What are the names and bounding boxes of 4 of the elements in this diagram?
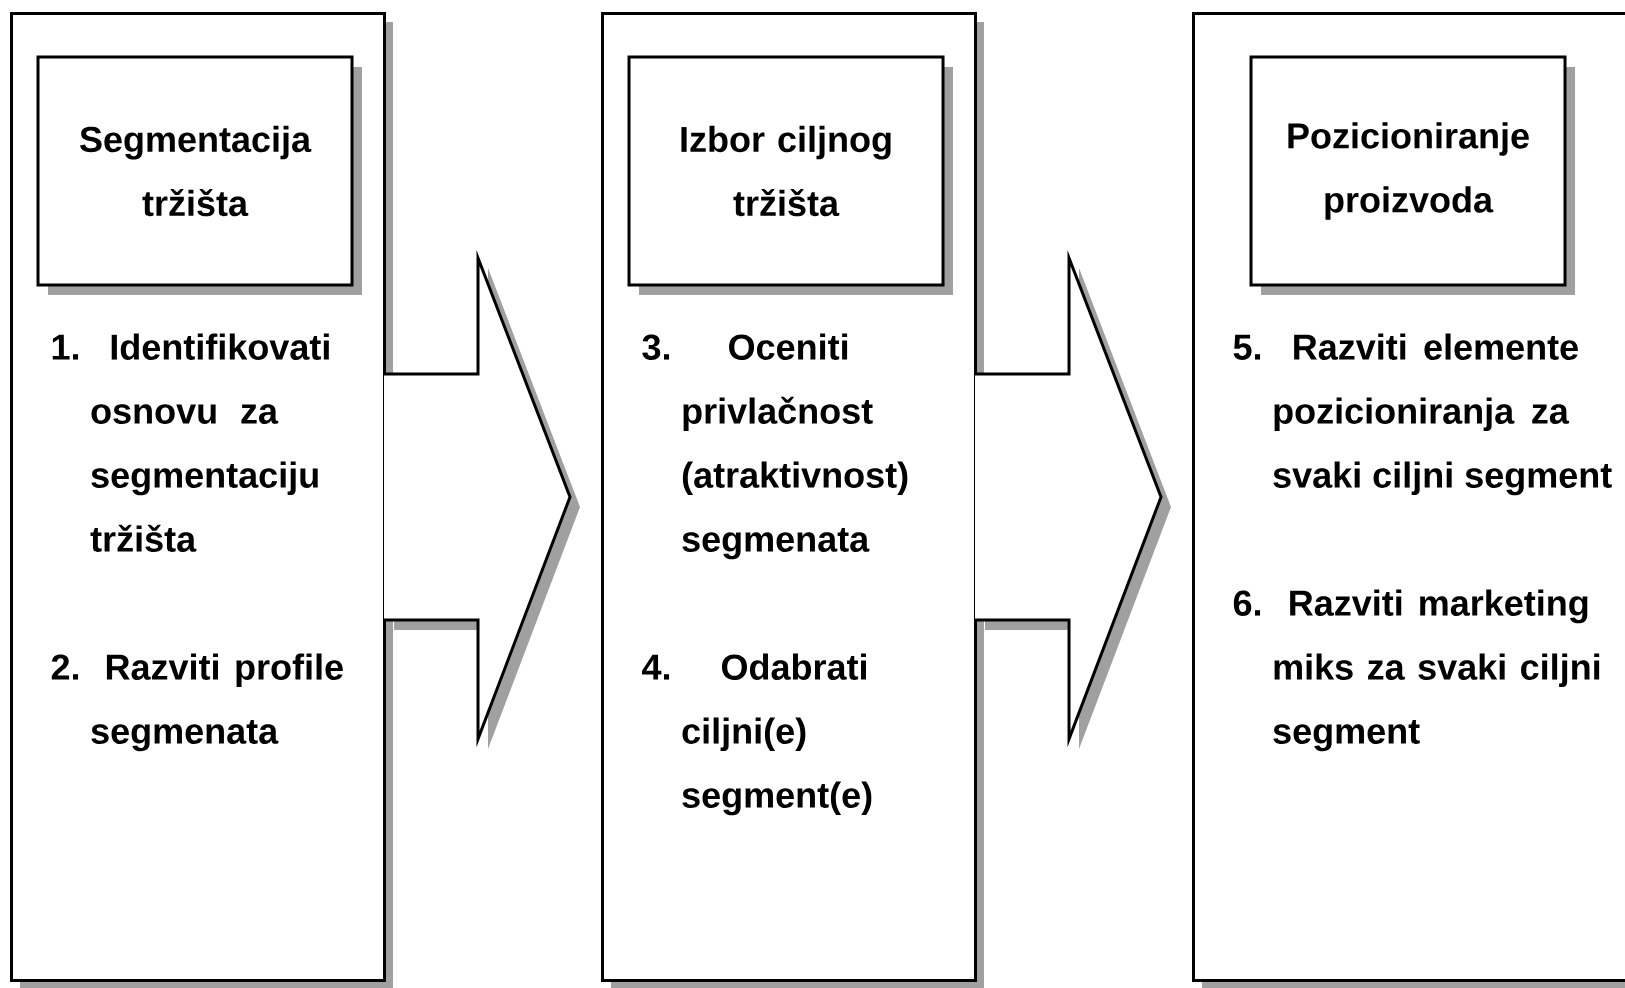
- heading-box: Segmentacija tržišta: [36, 55, 362, 295]
- heading-box: Izbor ciljnog tržišta: [627, 55, 953, 295]
- heading-box: Pozicioniranje proizvoda: [1249, 55, 1575, 295]
- block-arrow: [973, 249, 1171, 749]
